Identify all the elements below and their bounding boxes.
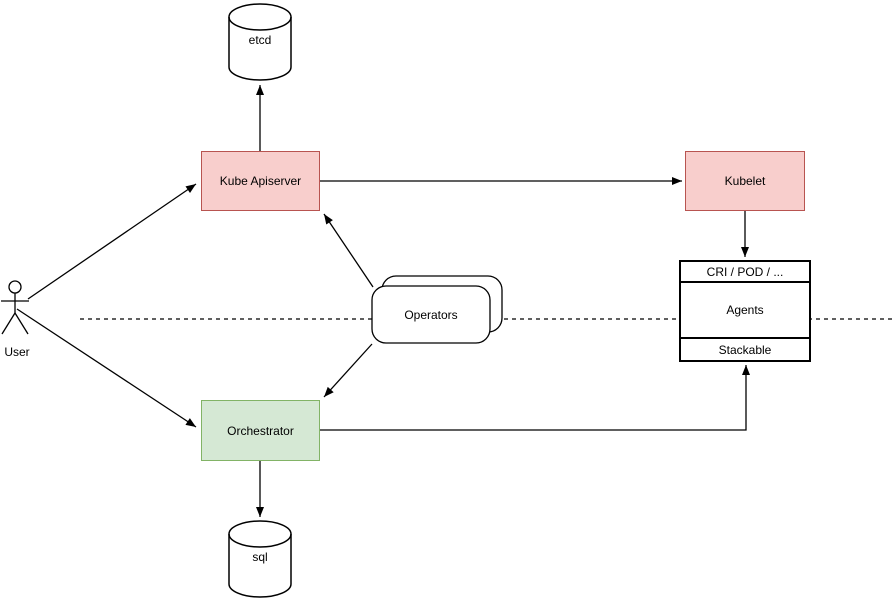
etcd-cylinder [228, 3, 292, 81]
node-kube-apiserver: Kube Apiserver [201, 151, 320, 211]
sql-cylinder [228, 520, 292, 598]
edge-operators-to-orchestrator [323, 343, 373, 398]
agents-stack-footer: Stackable [681, 337, 809, 360]
user-actor-icon [1, 280, 29, 335]
node-agents-stack: CRI / POD / ... Agents Stackable [679, 260, 811, 362]
edge-user-to-orchestrator [16, 308, 197, 428]
edge-operators-to-kube-apiserver [323, 213, 374, 288]
node-kubelet: Kubelet [685, 151, 805, 211]
operators-shape [371, 275, 503, 344]
node-kubelet-label: Kubelet [724, 174, 766, 188]
agents-stack-header: CRI / POD / ... [681, 262, 809, 283]
agents-stack-body: Agents [726, 303, 764, 317]
node-orchestrator: Orchestrator [201, 400, 320, 461]
edge-user-to-kube-apiserver [27, 183, 197, 300]
node-kube-apiserver-label: Kube Apiserver [219, 174, 302, 188]
operators-front-card [371, 285, 491, 344]
node-orchestrator-label: Orchestrator [227, 423, 294, 438]
edge-orchestrator-to-stackable [320, 365, 750, 431]
